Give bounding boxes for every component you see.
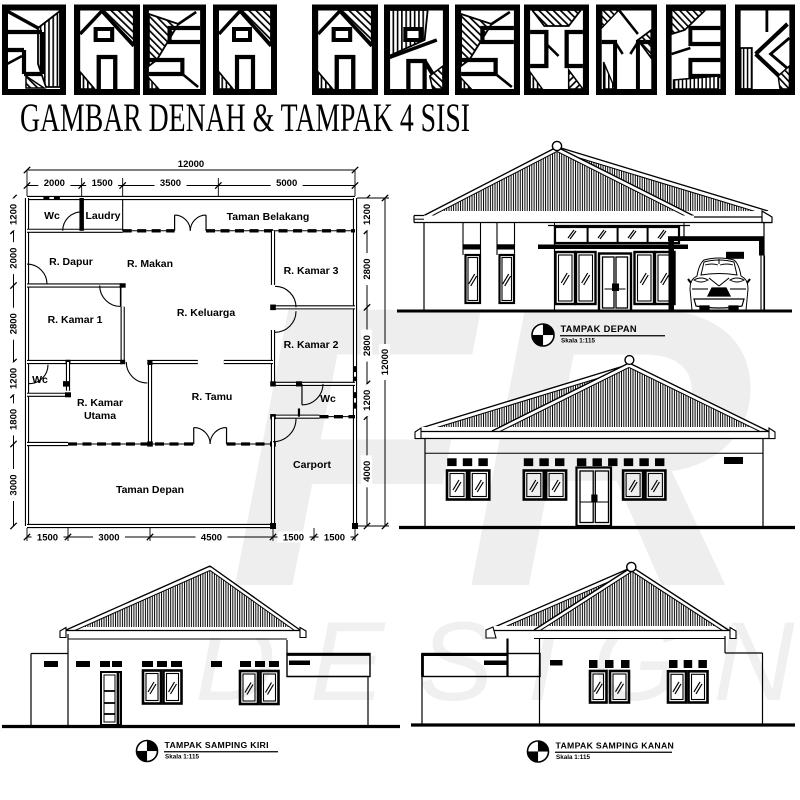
svg-text:1500: 1500 — [37, 533, 58, 544]
svg-text:2000: 2000 — [9, 248, 20, 269]
svg-text:R. Makan: R. Makan — [127, 258, 173, 270]
svg-text:TAMPAK DEPAN: TAMPAK DEPAN — [561, 324, 637, 334]
svg-text:R. Kamar: R. Kamar — [77, 397, 123, 409]
svg-text:1500: 1500 — [92, 178, 113, 189]
svg-text:3500: 3500 — [160, 178, 181, 189]
svg-text:1500: 1500 — [324, 533, 345, 544]
svg-text:4000: 4000 — [362, 461, 373, 482]
svg-text:1800: 1800 — [9, 409, 20, 430]
svg-text:2800: 2800 — [362, 258, 373, 279]
svg-text:2800: 2800 — [9, 313, 20, 334]
svg-text:Carport: Carport — [293, 459, 331, 471]
svg-text:Skala 1:115: Skala 1:115 — [556, 754, 590, 761]
svg-text:Wc: Wc — [320, 393, 336, 405]
svg-text:Taman Depan: Taman Depan — [116, 484, 184, 496]
svg-text:Utama: Utama — [84, 410, 116, 422]
svg-text:R. Keluarga: R. Keluarga — [177, 307, 236, 319]
svg-text:R. Kamar 3: R. Kamar 3 — [284, 265, 339, 277]
svg-text:12000: 12000 — [178, 159, 204, 170]
svg-text:1200: 1200 — [9, 204, 20, 225]
svg-text:1500: 1500 — [283, 533, 304, 544]
svg-text:R. Kamar 1: R. Kamar 1 — [48, 314, 103, 326]
svg-text:12000: 12000 — [380, 349, 391, 375]
svg-text:Skala 1:115: Skala 1:115 — [561, 338, 595, 345]
svg-text:1200: 1200 — [362, 390, 373, 411]
svg-text:3000: 3000 — [9, 474, 20, 495]
svg-text:Skala 1:115: Skala 1:115 — [165, 754, 199, 761]
svg-text:TAMPAK SAMPING KANAN: TAMPAK SAMPING KANAN — [556, 741, 675, 751]
svg-text:3000: 3000 — [98, 533, 119, 544]
svg-text:5000: 5000 — [276, 178, 297, 189]
svg-text:TAMPAK SAMPING KIRI: TAMPAK SAMPING KIRI — [165, 740, 269, 750]
svg-text:R. Tamu: R. Tamu — [192, 391, 233, 403]
svg-text:GAMBAR DENAH & TAMPAK 4 SISI: GAMBAR DENAH & TAMPAK 4 SISI — [20, 95, 470, 140]
svg-text:4500: 4500 — [201, 533, 222, 544]
svg-text:1200: 1200 — [362, 204, 373, 225]
svg-text:Wc: Wc — [32, 374, 48, 386]
svg-text:1200: 1200 — [9, 368, 20, 389]
svg-text:2800: 2800 — [362, 335, 373, 356]
svg-text:R. Kamar 2: R. Kamar 2 — [284, 339, 339, 351]
svg-text:Laudry: Laudry — [85, 210, 120, 222]
svg-text:Taman Belakang: Taman Belakang — [227, 211, 310, 223]
svg-text:Wc: Wc — [44, 210, 60, 222]
svg-text:2000: 2000 — [44, 178, 65, 189]
svg-text:R. Dapur: R. Dapur — [49, 256, 93, 268]
